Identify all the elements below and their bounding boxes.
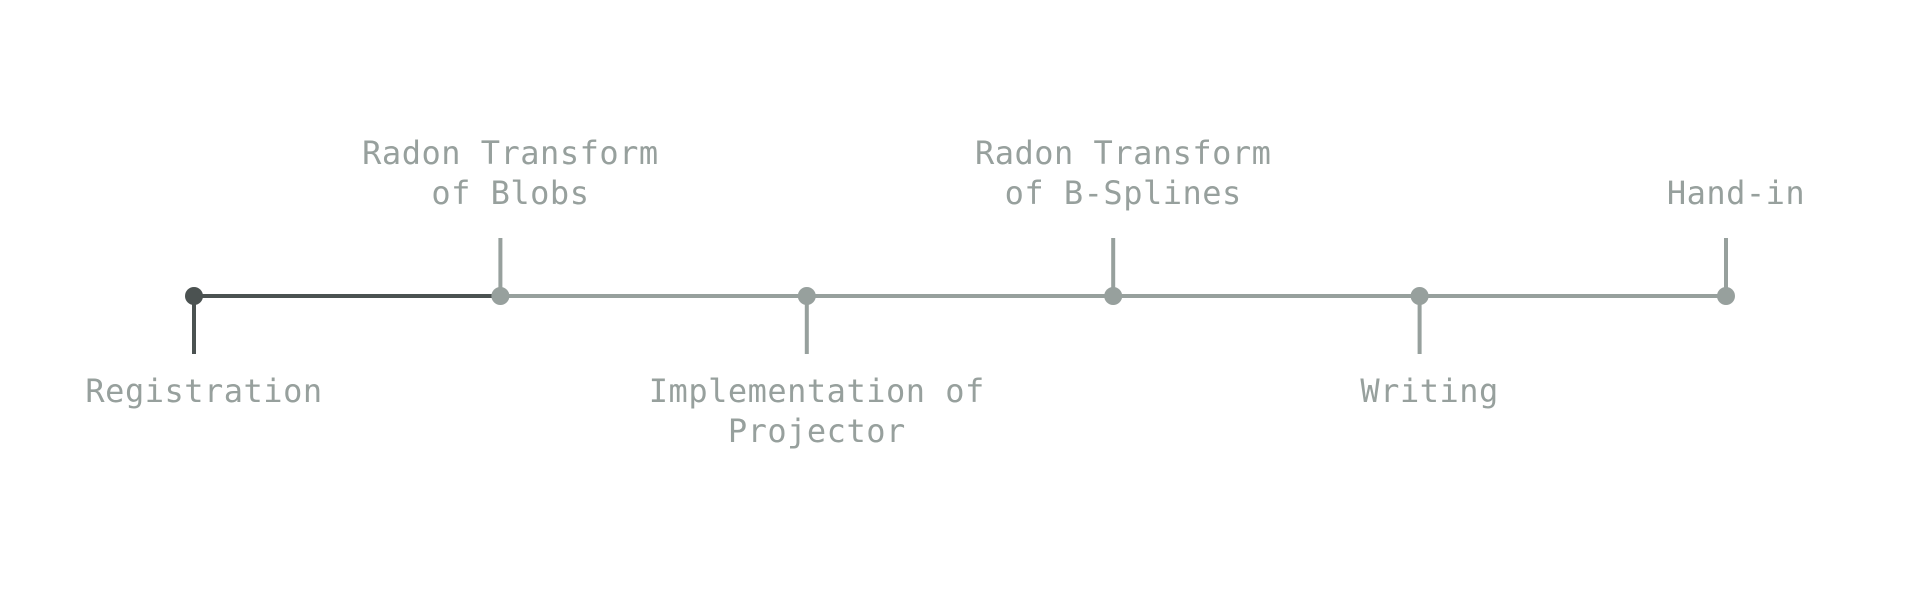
- milestone-label-writing: Writing: [1360, 372, 1498, 410]
- milestone-label-line: Hand-in: [1667, 174, 1805, 212]
- milestone-node-radon-blobs: [491, 287, 510, 305]
- timeline-ticks: [192, 238, 1728, 354]
- milestone-label-registration: Registration: [85, 372, 322, 410]
- milestone-label-line: Radon Transform: [362, 134, 658, 172]
- milestone-label-line: Registration: [85, 372, 322, 410]
- milestone-label-line: Radon Transform: [975, 134, 1271, 172]
- timeline-nodes: [185, 287, 1735, 305]
- milestone-node-registration: [185, 287, 203, 305]
- milestone-label-hand-in: Hand-in: [1667, 174, 1805, 212]
- milestone-label-line: of Blobs: [431, 174, 589, 212]
- milestone-label-line: Writing: [1360, 372, 1498, 410]
- milestone-node-radon-bsplines: [1104, 287, 1123, 305]
- milestone-node-projector: [797, 287, 816, 305]
- milestone-label-line: Projector: [728, 412, 906, 450]
- milestone-label-line: of B-Splines: [1005, 174, 1242, 212]
- milestone-label-line: Implementation of: [649, 372, 985, 410]
- milestone-node-hand-in: [1717, 287, 1735, 305]
- milestone-node-writing: [1410, 287, 1429, 305]
